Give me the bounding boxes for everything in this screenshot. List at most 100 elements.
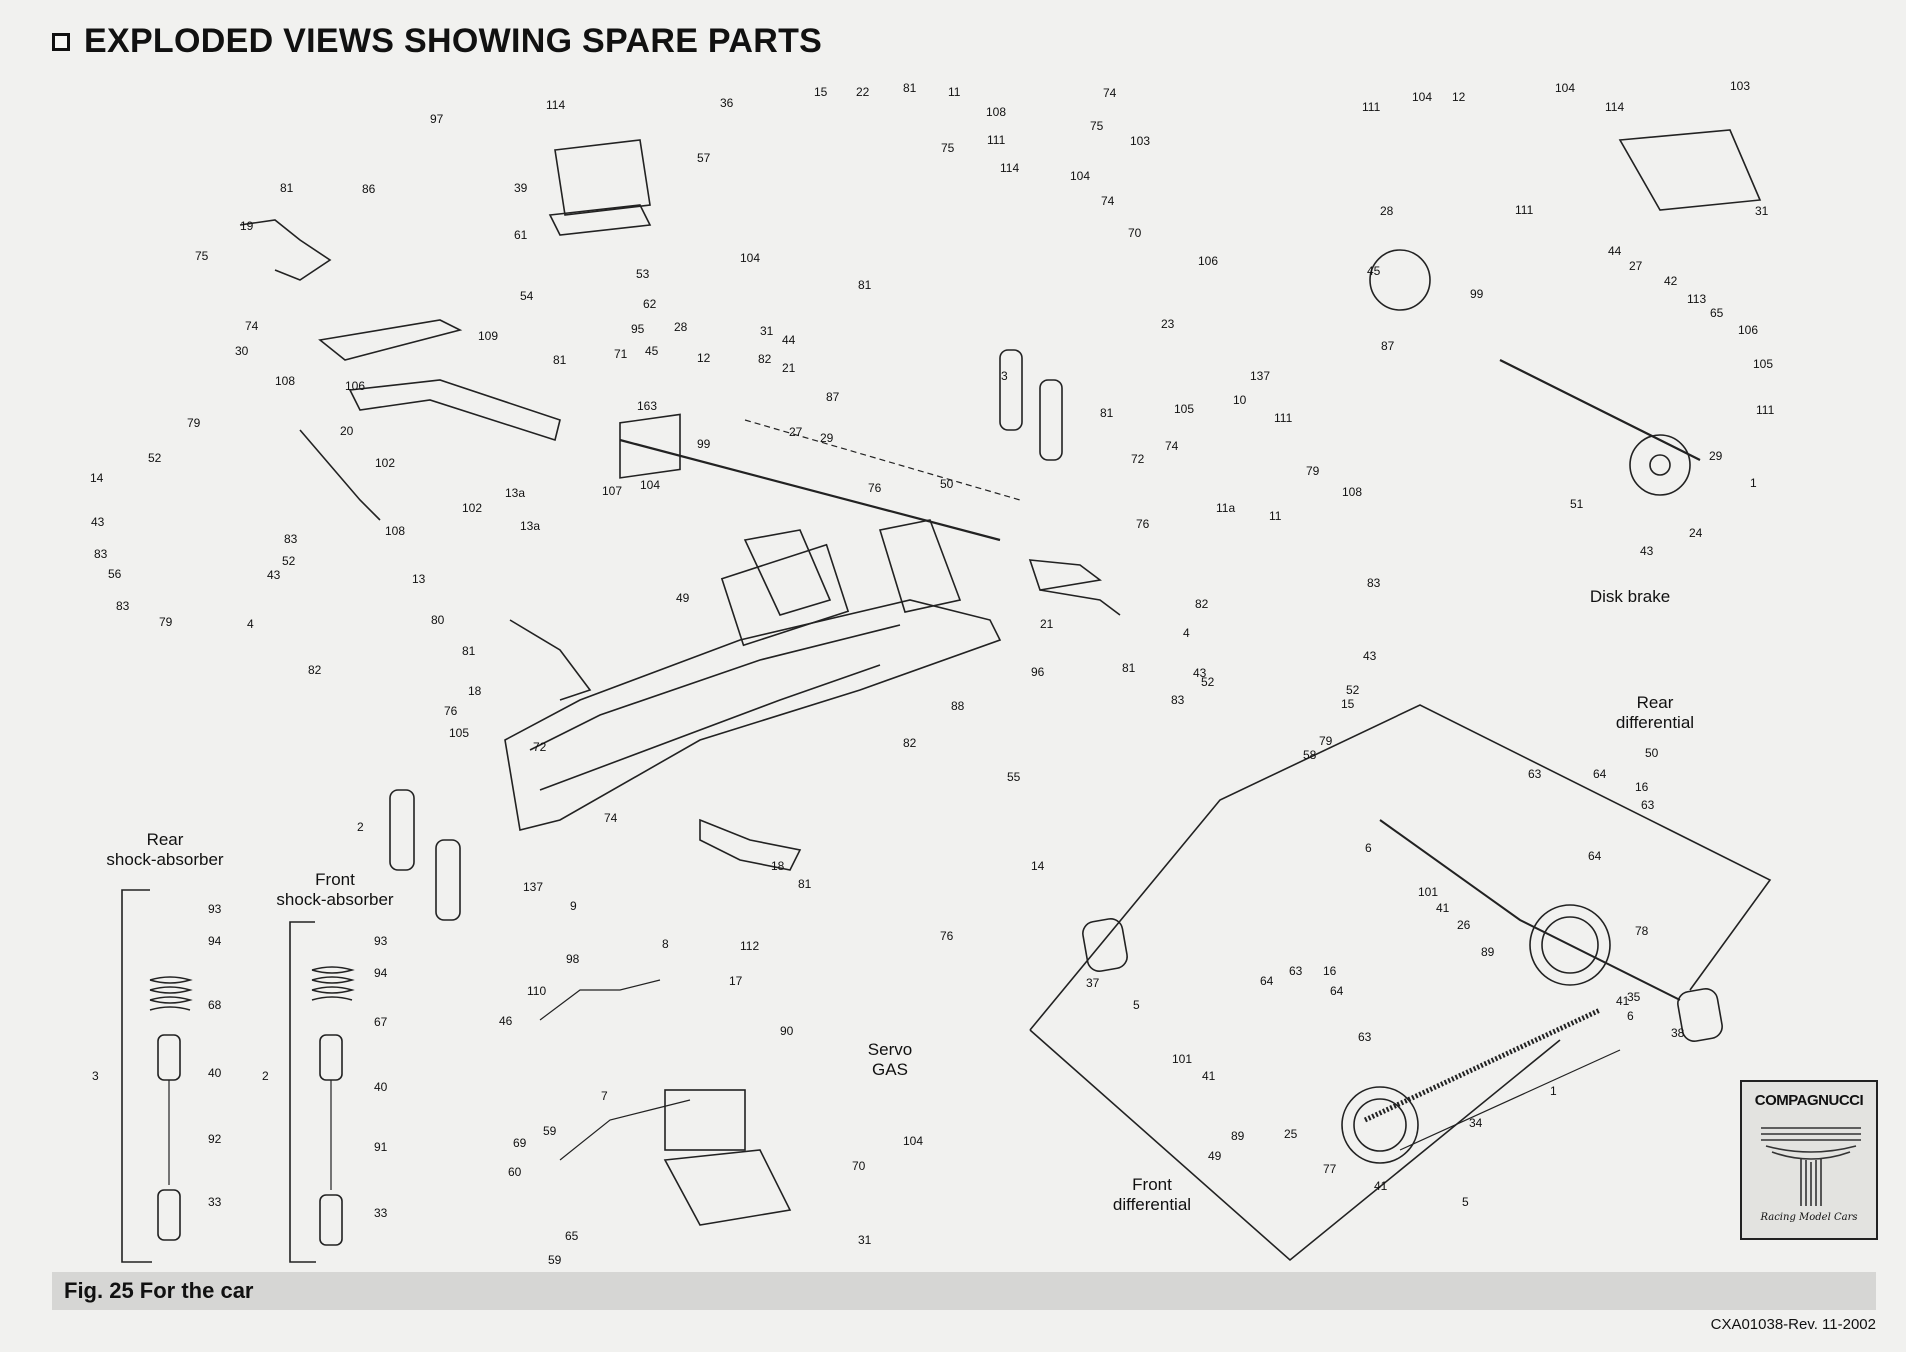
part-callout-left-cluster: 79 xyxy=(159,615,173,629)
part-callout-middle-cluster: 18 xyxy=(771,859,785,873)
part-callout-right-cluster: 82 xyxy=(1195,597,1209,611)
part-callout-top-cluster: 99 xyxy=(697,437,711,451)
part-callout-right-cluster: 15 xyxy=(1341,697,1355,711)
part-callout-disk-brake-parts: 29 xyxy=(1709,449,1723,463)
part-callout-front-diff-parts: 64 xyxy=(1330,984,1344,998)
part-callout-middle-cluster: 18 xyxy=(468,684,482,698)
part-callout-top-cluster: 80 xyxy=(431,613,445,627)
part-callout-top-cluster: 111 xyxy=(1274,411,1293,425)
front-differential-label-line2: differential xyxy=(1113,1195,1191,1214)
part-callout-top-cluster: 70 xyxy=(1128,226,1142,240)
rear-shock-label-line1: Rear xyxy=(147,830,184,849)
part-callout-top-cluster: 3 xyxy=(1001,369,1008,383)
rear-differential-label-line1: Rear xyxy=(1637,693,1674,712)
part-callout-shock-parts-front: 33 xyxy=(374,1206,388,1220)
part-callout-top-cluster: 95 xyxy=(631,322,645,336)
part-callout-top-cluster: 61 xyxy=(514,228,528,242)
part-callout-top-cluster: 102 xyxy=(375,456,395,470)
part-callout-top-cluster: 74 xyxy=(1103,86,1117,100)
part-callout-left-cluster: 52 xyxy=(148,451,162,465)
part-callout-top-cluster: 39 xyxy=(514,181,528,195)
part-callout-servo-parts: 98 xyxy=(566,952,580,966)
part-callout-disk-brake-parts: 12 xyxy=(1452,90,1466,104)
part-callout-shock-parts-front: 40 xyxy=(374,1080,388,1094)
part-callout-top-cluster: 105 xyxy=(1174,402,1194,416)
rear-differential-label-line2: differential xyxy=(1616,713,1694,732)
part-callout-top-cluster: 108 xyxy=(385,524,405,538)
part-callout-top-cluster: 104 xyxy=(740,251,760,265)
part-callout-shock-parts-front: 91 xyxy=(374,1140,388,1154)
part-callout-disk-brake-parts: 65 xyxy=(1710,306,1724,320)
part-callout-left-cluster: 83 xyxy=(116,599,130,613)
logo-tagline: Racing Model Cars xyxy=(1760,1212,1858,1223)
part-callout-front-diff-parts: 41 xyxy=(1374,1179,1388,1193)
part-callout-front-diff-parts: 5 xyxy=(1462,1195,1469,1209)
part-callout-top-cluster: 74 xyxy=(245,319,259,333)
part-callout-top-cluster: 111 xyxy=(987,133,1006,147)
part-callout-front-diff-parts: 41 xyxy=(1202,1069,1216,1083)
part-callout-top-cluster: 108 xyxy=(986,105,1006,119)
header: EXPLODED VIEWS SHOWING SPARE PARTS xyxy=(52,22,822,61)
part-callout-shock-parts-front: 67 xyxy=(374,1015,388,1029)
part-callout-servo-parts: 112 xyxy=(740,939,759,953)
part-callout-middle-cluster: 14 xyxy=(1031,859,1045,873)
part-callout-shock-parts-rear: 92 xyxy=(208,1132,222,1146)
part-callout-right-cluster: 52 xyxy=(1346,683,1360,697)
part-callout-rear-diff-parts: 64 xyxy=(1588,849,1602,863)
part-callout-top-cluster: 44 xyxy=(782,333,796,347)
part-callout-middle-cluster: 21 xyxy=(1040,617,1054,631)
part-callout-middle-cluster: 76 xyxy=(940,929,954,943)
part-callout-front-diff-parts: 63 xyxy=(1358,1030,1372,1044)
part-callout-left-cluster: 43 xyxy=(91,515,105,529)
part-callout-servo-parts: 90 xyxy=(780,1024,794,1038)
part-callout-top-cluster: 36 xyxy=(720,96,734,110)
part-callout-middle-cluster: 49 xyxy=(676,591,690,605)
part-callout-servo-parts: 70 xyxy=(852,1159,866,1173)
part-callout-rear-diff-parts: 41 xyxy=(1616,994,1630,1008)
part-callout-disk-brake-parts: 24 xyxy=(1689,526,1703,540)
part-callout-shock-parts-rear: 33 xyxy=(208,1195,222,1209)
part-callout-disk-brake-parts: 105 xyxy=(1753,357,1773,371)
part-callout-disk-brake-parts: 31 xyxy=(1755,204,1769,218)
part-callout-rear-diff-parts: 50 xyxy=(1645,746,1659,760)
part-callout-rear-diff-parts: 101 xyxy=(1418,885,1438,899)
part-callout-top-cluster: 75 xyxy=(1090,119,1104,133)
footer-bar: Fig. 25 For the car xyxy=(52,1272,1876,1310)
part-callout-servo-parts: 60 xyxy=(508,1165,522,1179)
part-callout-rear-diff-parts: 63 xyxy=(1641,798,1655,812)
part-callout-top-cluster: 86 xyxy=(362,182,376,196)
part-callout-top-cluster: 53 xyxy=(636,267,650,281)
part-callout-right-cluster: 4 xyxy=(1183,626,1190,640)
part-callout-top-cluster: 81 xyxy=(553,353,567,367)
part-callout-top-cluster: 82 xyxy=(758,352,772,366)
logo-mark-icon xyxy=(1761,1127,1861,1206)
part-callout-disk-brake-parts: 51 xyxy=(1570,497,1584,511)
part-callout-middle-cluster: 105 xyxy=(449,726,469,740)
part-callout-disk-brake-parts: 103 xyxy=(1730,79,1750,93)
part-callout-top-cluster: 31 xyxy=(760,324,774,338)
part-callout-top-cluster: 81 xyxy=(858,278,872,292)
part-callout-top-cluster: 22 xyxy=(856,85,870,99)
part-callout-middle-cluster: 88 xyxy=(951,699,965,713)
part-callout-top-cluster: 11 xyxy=(948,85,961,99)
part-callout-shock-parts-rear: 93 xyxy=(208,902,222,916)
part-callout-left-cluster: 52 xyxy=(282,554,296,568)
part-callout-servo-parts: 104 xyxy=(903,1134,923,1148)
part-callout-middle-cluster: 81 xyxy=(798,877,812,891)
part-callout-front-diff-parts: 49 xyxy=(1208,1149,1222,1163)
part-callout-front-diff-parts: 34 xyxy=(1469,1116,1483,1130)
part-callout-middle-cluster: 2 xyxy=(357,820,364,834)
compagnucci-logo: COMPAGNUCCI Racing Model Cars xyxy=(1740,1080,1878,1240)
part-callout-middle-cluster: 74 xyxy=(604,811,618,825)
part-callout-rear-diff-parts: 89 xyxy=(1481,945,1495,959)
part-callout-top-cluster: 19 xyxy=(240,219,254,233)
part-callout-front-diff-parts: 5 xyxy=(1133,998,1140,1012)
part-callout-disk-brake-parts: 113 xyxy=(1687,292,1706,306)
part-callout-top-cluster: 57 xyxy=(697,151,711,165)
part-callout-top-cluster: 13a xyxy=(520,519,540,533)
part-callout-rear-diff-parts: 35 xyxy=(1627,990,1641,1004)
part-callout-servo-parts: 8 xyxy=(662,937,669,951)
part-callout-top-cluster: 137 xyxy=(1250,369,1270,383)
